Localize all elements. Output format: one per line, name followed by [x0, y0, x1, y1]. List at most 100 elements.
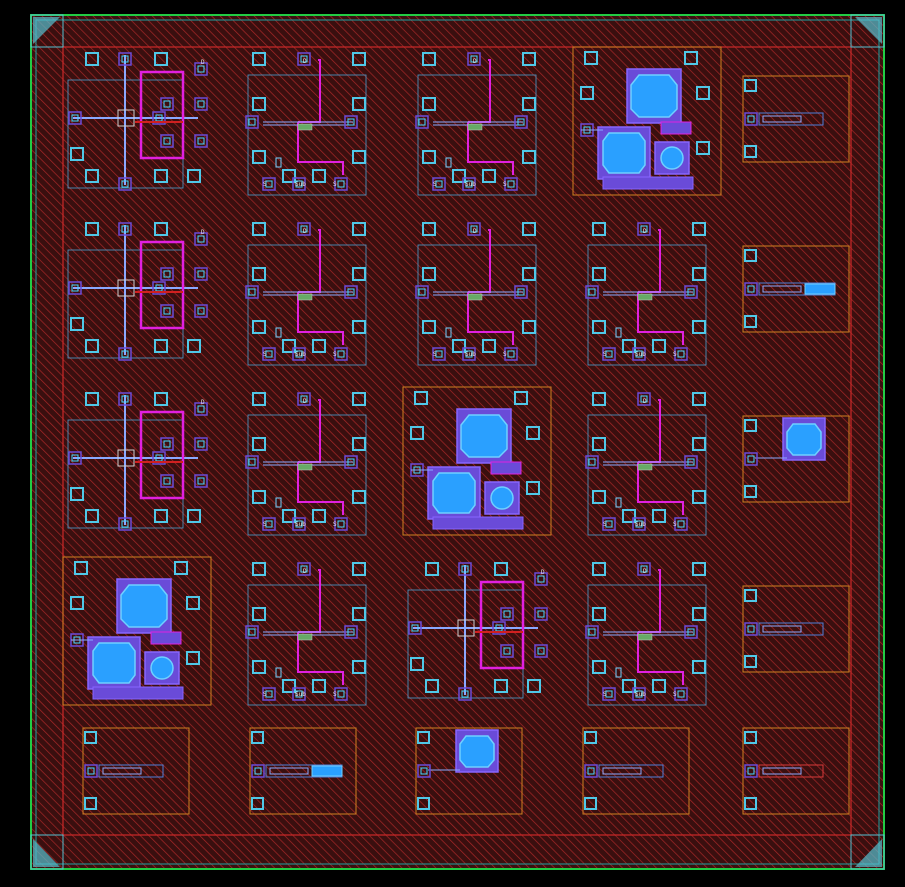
probe-pad[interactable]	[252, 97, 266, 111]
contact-pad[interactable]	[674, 517, 688, 531]
test-line-cell[interactable]	[742, 75, 850, 163]
probe-pad[interactable]	[154, 339, 168, 353]
probe-pad[interactable]	[282, 679, 296, 693]
probe-pad[interactable]	[592, 607, 606, 621]
probe-pad[interactable]	[70, 596, 84, 610]
probe-pad[interactable]	[252, 320, 266, 334]
contact-pad[interactable]	[585, 285, 599, 299]
contact-pad[interactable]	[334, 347, 348, 361]
contact-pad[interactable]	[245, 455, 259, 469]
probe-pad[interactable]	[352, 150, 366, 164]
probe-pad[interactable]	[522, 97, 536, 111]
contact-pad[interactable]	[514, 285, 528, 299]
contact-pad[interactable]	[194, 304, 208, 318]
probe-pad[interactable]	[252, 392, 266, 406]
probe-pad[interactable]	[414, 391, 428, 405]
probe-pad[interactable]	[352, 660, 366, 674]
probe-pad[interactable]	[692, 562, 706, 576]
probe-pad[interactable]	[692, 222, 706, 236]
probe-pad[interactable]	[252, 607, 266, 621]
contact-pad[interactable]	[262, 687, 276, 701]
probe-pad[interactable]	[70, 147, 84, 161]
contact-pad[interactable]	[744, 764, 758, 778]
probe-pad[interactable]	[174, 561, 188, 575]
probe-pad[interactable]	[482, 339, 496, 353]
contact-pad[interactable]	[500, 607, 514, 621]
probe-pad[interactable]	[522, 267, 536, 281]
capacitor-cell[interactable]	[572, 46, 722, 196]
probe-pad[interactable]	[422, 320, 436, 334]
contact-pad[interactable]	[297, 392, 311, 406]
probe-pad[interactable]	[744, 315, 757, 328]
probe-pad[interactable]	[452, 169, 466, 183]
contact-pad[interactable]	[194, 267, 208, 281]
probe-pad[interactable]	[154, 509, 168, 523]
contact-pad[interactable]	[344, 115, 358, 129]
probe-pad[interactable]	[352, 97, 366, 111]
probe-pad[interactable]	[422, 97, 436, 111]
probe-pad[interactable]	[522, 150, 536, 164]
probe-pad[interactable]	[584, 51, 598, 65]
probe-pad[interactable]	[85, 509, 99, 523]
contact-pad[interactable]	[632, 517, 646, 531]
contact-pad[interactable]	[492, 621, 506, 635]
contact-pad[interactable]	[344, 285, 358, 299]
contact-pad[interactable]	[637, 562, 651, 576]
contact-pad[interactable]	[152, 281, 166, 295]
contact-pad[interactable]	[118, 52, 132, 66]
probe-pad[interactable]	[186, 596, 200, 610]
contact-pad[interactable]	[602, 687, 616, 701]
contact-pad[interactable]	[344, 625, 358, 639]
probe-pad[interactable]	[494, 679, 508, 693]
probe-pad[interactable]	[622, 679, 636, 693]
probe-pad[interactable]	[352, 562, 366, 576]
contact-pad[interactable]	[118, 392, 132, 406]
probe-pad[interactable]	[622, 339, 636, 353]
probe-pad[interactable]	[652, 339, 666, 353]
contact-pad[interactable]	[632, 347, 646, 361]
probe-pad[interactable]	[584, 731, 597, 744]
probe-pad[interactable]	[744, 797, 757, 810]
contact-pad[interactable]	[292, 177, 306, 191]
contact-pad[interactable]	[292, 517, 306, 531]
probe-pad[interactable]	[422, 222, 436, 236]
probe-pad[interactable]	[251, 731, 264, 744]
probe-pad[interactable]	[744, 419, 757, 432]
probe-pad[interactable]	[154, 222, 168, 236]
contact-pad[interactable]	[632, 687, 646, 701]
contact-pad[interactable]	[292, 687, 306, 701]
contact-pad[interactable]	[684, 625, 698, 639]
probe-pad[interactable]	[692, 607, 706, 621]
probe-pad[interactable]	[187, 169, 201, 183]
contact-pad[interactable]	[262, 177, 276, 191]
contact-pad[interactable]	[68, 111, 82, 125]
probe-pad[interactable]	[410, 426, 424, 440]
probe-pad[interactable]	[592, 660, 606, 674]
probe-pad[interactable]	[352, 222, 366, 236]
probe-pad[interactable]	[692, 490, 706, 504]
probe-pad[interactable]	[154, 392, 168, 406]
contact-pad[interactable]	[194, 474, 208, 488]
contact-pad[interactable]	[194, 402, 208, 416]
capacitor-cell[interactable]	[402, 386, 552, 536]
probe-pad[interactable]	[652, 509, 666, 523]
contact-pad[interactable]	[251, 764, 265, 778]
probe-pad[interactable]	[252, 150, 266, 164]
contact-pad[interactable]	[68, 281, 82, 295]
probe-pad[interactable]	[85, 392, 99, 406]
contact-pad[interactable]	[245, 115, 259, 129]
probe-pad[interactable]	[592, 562, 606, 576]
contact-pad[interactable]	[415, 285, 429, 299]
contact-pad[interactable]	[160, 134, 174, 148]
contact-pad[interactable]	[514, 115, 528, 129]
probe-pad[interactable]	[352, 320, 366, 334]
contact-pad[interactable]	[118, 177, 132, 191]
probe-pad[interactable]	[422, 150, 436, 164]
probe-pad[interactable]	[744, 589, 757, 602]
probe-pad[interactable]	[252, 52, 266, 66]
contact-pad[interactable]	[674, 687, 688, 701]
contact-pad[interactable]	[160, 267, 174, 281]
